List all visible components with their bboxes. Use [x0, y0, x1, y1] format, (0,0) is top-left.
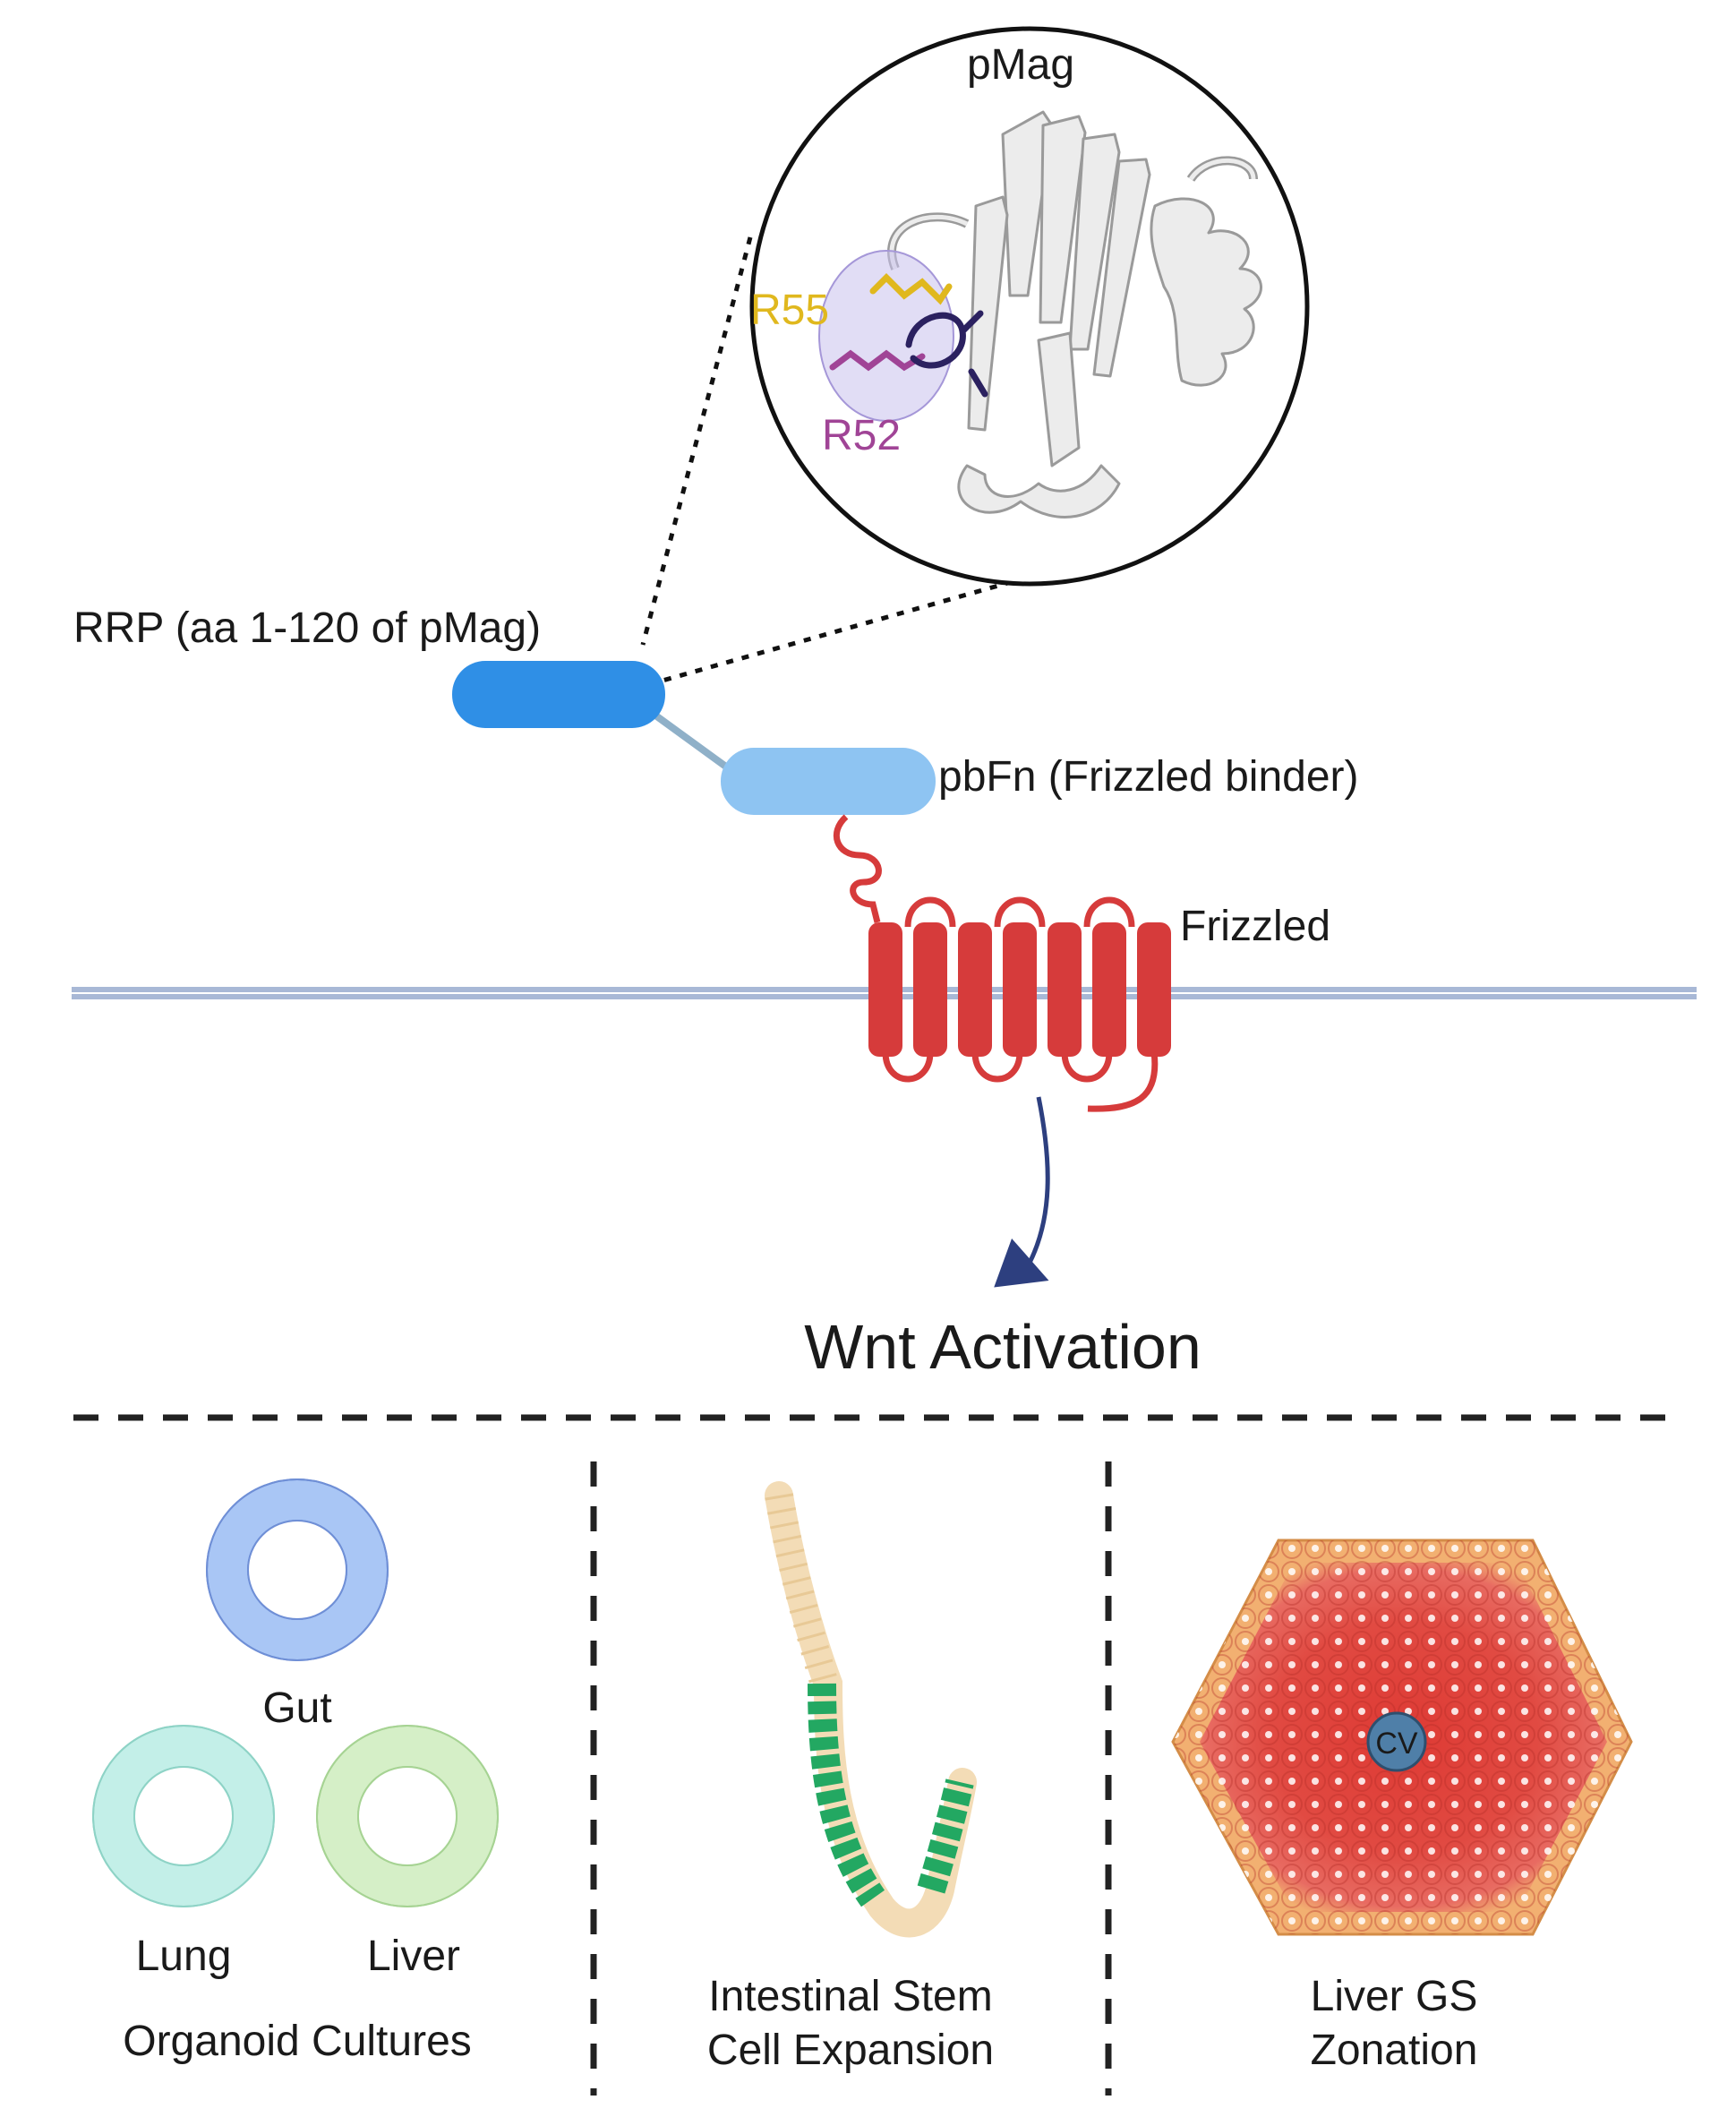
lung-label: Lung	[136, 1933, 232, 1980]
frizzled-n-terminus	[833, 814, 882, 923]
rrp-domain	[452, 661, 665, 728]
zoom-circle	[749, 26, 1310, 587]
liver-gs-label-line1: Liver GS	[1311, 1973, 1478, 2020]
pbfn-domain	[721, 748, 936, 815]
frizzled-loops	[882, 896, 1159, 1112]
wnt-activation-title: Wnt Activation	[804, 1312, 1202, 1382]
rrp-label: RRP (aa 1-120 of pMag)	[73, 604, 541, 652]
dark-side-chain	[905, 310, 988, 398]
r52-side-chain	[829, 349, 926, 372]
crypt-villus-axis	[765, 1481, 977, 1938]
pmag-title: pMag	[967, 41, 1074, 89]
organoid-gut	[206, 1478, 389, 1661]
liver-gs-label-line2: Zonation	[1311, 2027, 1478, 2074]
zoom-line-left	[640, 236, 753, 646]
liver-lobule: CV	[1171, 1538, 1633, 1936]
frizzled-label: Frizzled	[1180, 903, 1330, 950]
fusion-protein: RRP (aa 1-120 of pMag) pbFn (Frizzled bi…	[73, 604, 1359, 815]
pbfn-label: pbFn (Frizzled binder)	[938, 753, 1359, 801]
organoid-lung	[92, 1725, 275, 1907]
r55-side-chain	[869, 273, 953, 305]
cv-label: CV	[1375, 1727, 1418, 1761]
organoid-cultures-label: Organoid Cultures	[123, 2018, 472, 2065]
gut-label: Gut	[262, 1684, 331, 1732]
liver-label: Liver	[367, 1933, 460, 1980]
r55-label: R55	[750, 287, 829, 334]
central-vein	[1366, 1711, 1427, 1772]
r52-label: R52	[822, 412, 901, 459]
pmag-zoom-inset: pMag R55 R52	[640, 26, 1310, 683]
activation-arrow	[994, 1096, 1050, 1288]
transmembrane-helices	[868, 922, 1171, 1057]
isc-label-line1: Intestinal Stem	[708, 1973, 992, 2020]
frizzled-receptor: Frizzled	[833, 814, 1330, 1112]
organoid-liver	[316, 1725, 499, 1907]
binding-pocket-surface	[818, 250, 954, 422]
isc-label-line2: Cell Expansion	[707, 2027, 994, 2074]
